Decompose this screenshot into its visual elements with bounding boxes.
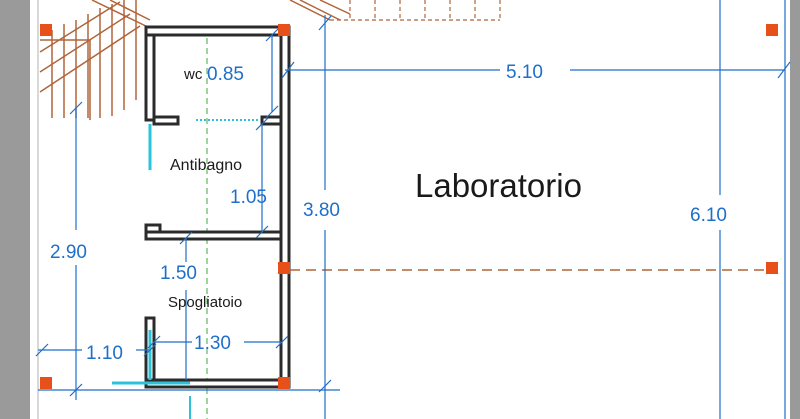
dim-label-spogliatoio-depth: 1.50 <box>160 263 197 284</box>
dim-label-wc-width: 0.85 <box>207 64 244 85</box>
staircase <box>39 0 351 120</box>
dim-label-lab-height: 6.10 <box>690 205 727 226</box>
room-label-wc: wc <box>183 66 203 83</box>
left-frame-inner <box>30 0 38 419</box>
room-label-antibagno: Antibagno <box>170 157 242 174</box>
left-frame <box>0 0 30 419</box>
pillars <box>40 24 778 389</box>
dim-label-lab-width: 5.10 <box>506 62 543 83</box>
right-frame <box>790 0 800 419</box>
dim-label-corridor-height: 3.80 <box>303 200 340 221</box>
upper-stair-flight <box>330 0 501 21</box>
dim-label-left-offset: 1.10 <box>86 343 123 364</box>
dimension-lines <box>35 0 791 419</box>
room-label-laboratorio: Laboratorio <box>415 167 582 204</box>
room-label-spogliatoio: Spogliatoio <box>168 294 242 311</box>
dim-label-spogliatoio-width: 1.30 <box>194 333 231 354</box>
doors <box>112 124 190 385</box>
dim-label-antibagno-depth: 1.05 <box>230 187 267 208</box>
dim-label-left-height: 2.90 <box>50 242 87 263</box>
